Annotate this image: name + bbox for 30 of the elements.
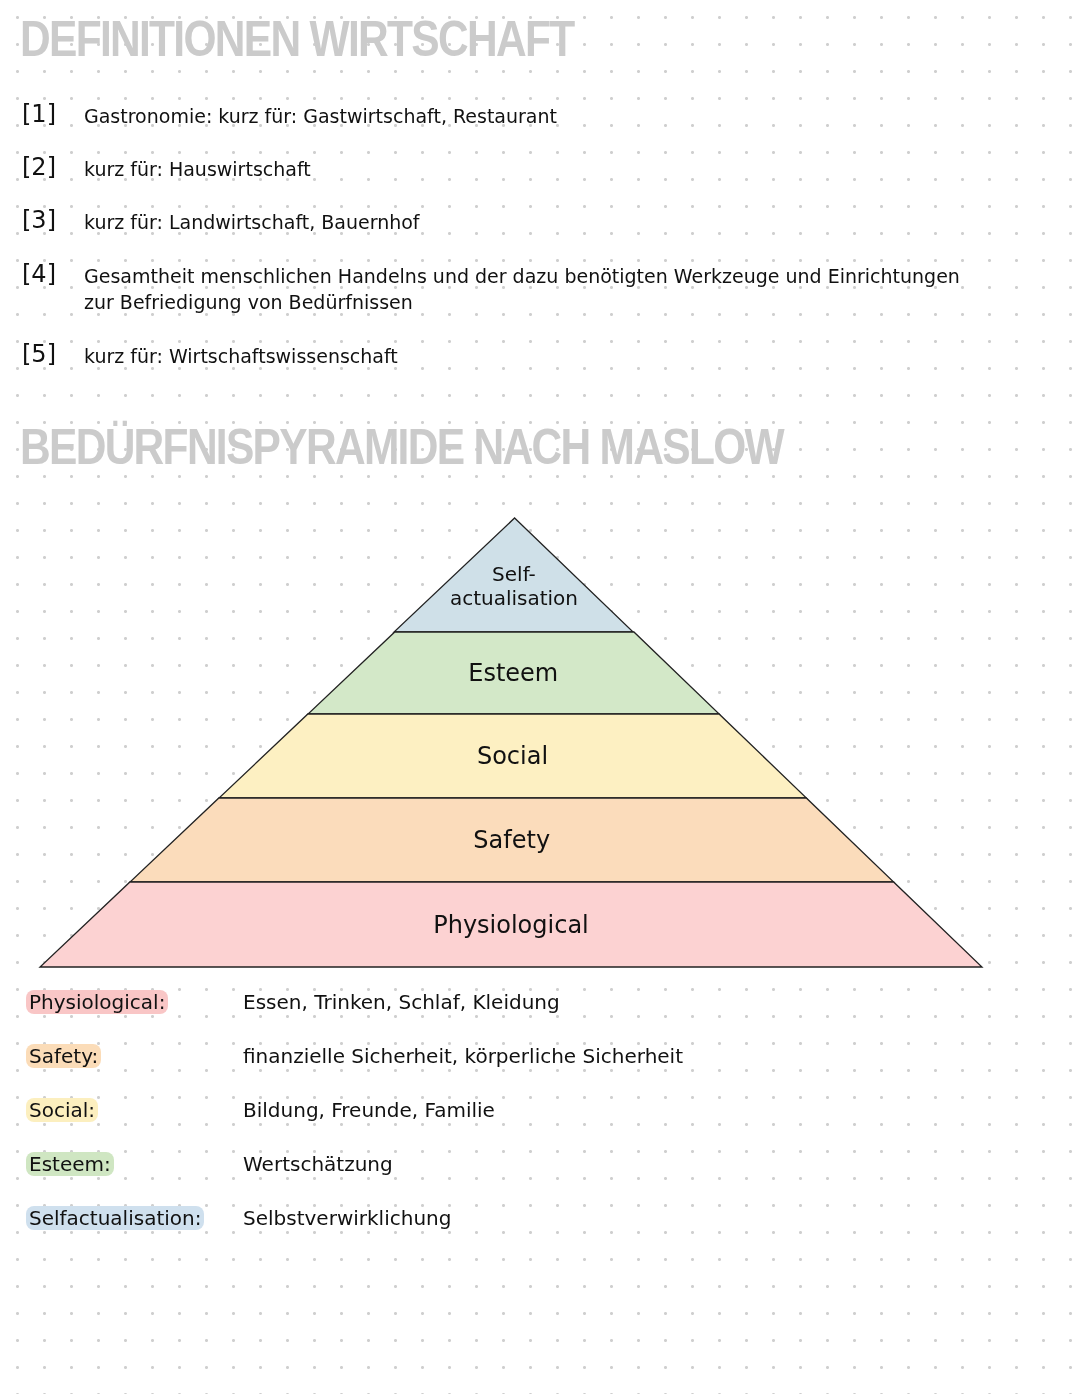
- level-label: Safety: [472, 826, 552, 854]
- definition-text: kurz für: Hauswirtschaft: [84, 157, 312, 182]
- callout-number: [1]: [22, 100, 56, 128]
- definition-text: kurz für: Wirtschaftswissenschaft: [84, 344, 399, 369]
- highlighted-label: Safety:: [26, 1044, 102, 1068]
- description-text: Wertschätzung: [243, 1152, 394, 1176]
- level-label: Social: [475, 742, 550, 770]
- description-text: Essen, Trinken, Schlaf, Kleidung: [243, 990, 561, 1014]
- description-text: Bildung, Freunde, Familie: [243, 1098, 496, 1122]
- description-text: Selbstverwirklichung: [243, 1206, 453, 1230]
- pyramid-level: [218, 714, 807, 798]
- callout-number: [2]: [22, 153, 56, 181]
- pyramid-level: [307, 632, 719, 714]
- highlighted-label: Social:: [26, 1098, 99, 1122]
- level-label: Esteem: [467, 659, 560, 687]
- highlighted-label: Esteem:: [26, 1152, 114, 1176]
- definition-text: kurz für: Landwirtschaft, Bauernhof: [84, 210, 421, 235]
- highlighted-label: Physiological:: [26, 990, 169, 1014]
- highlighted-label: Selfactualisation:: [26, 1206, 205, 1230]
- callout-number: [4]: [22, 260, 56, 288]
- description-text: finanzielle Sicherheit, körperliche Sicherheit: [243, 1044, 684, 1068]
- definition-text: Gesamtheit menschlichen Handelns und der dazu benötigten Werkzeuge und Einrichtungen zur Befriedigung von Bedürfnissen: [84, 264, 961, 315]
- definition-text: Gastronomie: kurz für: Gastwirtschaft, Restaurant: [84, 104, 558, 129]
- level-label: Physiological: [432, 910, 590, 939]
- callout-number: [3]: [22, 206, 56, 234]
- pyramid-level: [129, 798, 894, 882]
- callout-number: [5]: [22, 340, 56, 368]
- pyramid-tip: [394, 518, 634, 632]
- level-label: Self-actualisation: [448, 562, 580, 610]
- pyramid-level: [40, 882, 982, 967]
